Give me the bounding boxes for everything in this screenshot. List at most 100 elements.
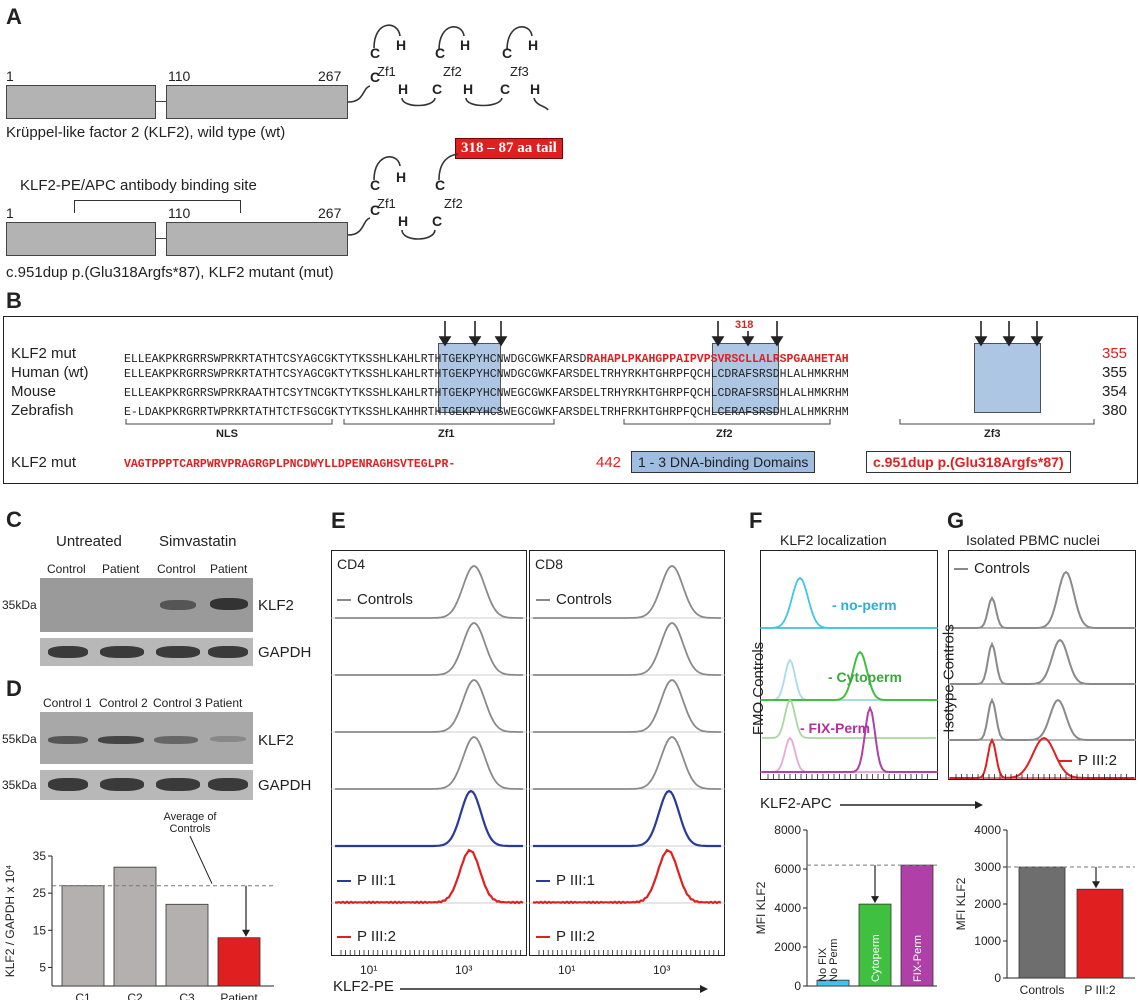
cd8-p1-label: P III:1: [536, 872, 595, 889]
mut-pos-267: 267: [318, 205, 342, 221]
svg-text:C: C: [370, 45, 380, 61]
y-tick-label: 3000: [974, 860, 1001, 874]
band: [208, 778, 248, 791]
histogram-curve: [950, 736, 1134, 779]
gapdh-d-label: GAPDH: [258, 777, 312, 794]
bar: [113, 866, 157, 987]
bar: [1018, 866, 1066, 979]
svg-text:C: C: [502, 45, 512, 61]
mut-linker: [156, 238, 166, 239]
svg-text:C: C: [370, 69, 380, 85]
panel-letter-g: G: [947, 508, 965, 533]
svg-text:H: H: [398, 213, 408, 229]
svg-text:Zf1: Zf1: [377, 196, 396, 211]
g-controls-text: Controls: [974, 560, 1030, 577]
nls-label: NLS: [216, 428, 238, 440]
panel-letter-f: F: [749, 508, 763, 533]
x-tick-label: Patient: [220, 991, 258, 1000]
band: [156, 778, 200, 791]
mutant-tail-label: 318 – 87 aa tail: [455, 138, 563, 159]
simvastatin-label: Simvastatin: [159, 533, 237, 550]
svg-text:C: C: [435, 177, 445, 193]
cd8-controls-text: Controls: [556, 591, 612, 608]
histogram-curve: [532, 848, 722, 905]
drop-arrowhead: [871, 896, 879, 904]
svg-text:Zf1: Zf1: [377, 64, 396, 79]
lane-c-4: Patient: [210, 562, 248, 576]
lane-d-1: Control 1: [43, 696, 92, 710]
band: [48, 646, 88, 658]
histogram-curve: [334, 848, 524, 905]
histogram-curve: [950, 570, 1134, 629]
gapdh-c-label: GAPDH: [258, 644, 312, 661]
seq-mouse: ELLEAKPKRGRRSWPRKRAATHTCSYTNCGKTYTKSSHLK…: [124, 387, 849, 400]
panel-letter-d: D: [6, 676, 22, 701]
cd4-controls-label: Controls: [337, 591, 413, 608]
panel-letter-a: A: [6, 4, 22, 29]
mut-zinc-finger-diagram: CC HH CC Zf1 Zf2: [347, 153, 463, 240]
mut-caption: c.951dup p.(Glu318Argfs*87), KLF2 mutant…: [6, 264, 334, 281]
g-controls-label: Controls: [954, 560, 1030, 577]
domain-brackets: [125, 419, 1095, 425]
cd4-controls-text: Controls: [357, 591, 413, 608]
lane-c-1: Control: [47, 562, 86, 576]
svg-text:Zf2: Zf2: [443, 64, 462, 79]
mw-d-1: 55kDa: [2, 732, 37, 746]
f-xlabel: KLF2-APC: [760, 795, 832, 812]
e-xlabel: KLF2-PE: [333, 978, 394, 995]
flow-histograms-f: [760, 576, 938, 780]
mut-pos-1: 1: [6, 205, 14, 221]
legend-mutation: c.951dup p.(Glu318Argfs*87): [866, 451, 1071, 473]
cd8-p1-text: P III:1: [556, 872, 595, 889]
wt-domain-2: [166, 85, 348, 119]
band: [154, 736, 198, 744]
lane-c-2: Patient: [102, 562, 140, 576]
svg-text:H: H: [460, 37, 470, 53]
histogram-curve: [533, 789, 721, 848]
cd8-tick-10-3: 10³: [653, 963, 671, 977]
zf2-label: Zf2: [716, 428, 733, 440]
svg-text:C: C: [370, 177, 380, 193]
y-tick-label: 4000: [774, 901, 801, 915]
mw-c: 35kDa: [2, 598, 37, 612]
position-318-label: 318: [735, 319, 754, 331]
y-tick-label: 15: [33, 923, 47, 937]
bar-label: FIX-Perm: [912, 935, 924, 982]
band: [48, 736, 88, 744]
histogram-curve: [533, 736, 721, 790]
bar: [165, 903, 209, 987]
mut-domain-1: [6, 222, 156, 256]
f-noperm-label: - no-perm: [832, 597, 897, 613]
flow-f-box: [760, 550, 938, 780]
band: [98, 736, 144, 744]
row-name-mut-tail: KLF2 mut: [11, 454, 77, 471]
svg-text:H: H: [396, 169, 406, 185]
histogram-curve: [533, 679, 721, 733]
band: [208, 646, 248, 658]
blot-d-gapdh: [40, 770, 253, 800]
histogram-curve: [762, 698, 936, 739]
histogram-curve: [950, 638, 1134, 685]
band: [210, 598, 248, 610]
wt-pos-110: 110: [168, 68, 191, 84]
y-tick-label: 6000: [774, 862, 801, 876]
drop-arrowhead: [1092, 881, 1100, 889]
y-tick-label: 0: [994, 971, 1001, 985]
average-label-2: Controls: [170, 823, 211, 835]
f-title: KLF2 localization: [780, 532, 887, 548]
bar: [61, 885, 105, 987]
x-tick-label: C3: [179, 991, 195, 1000]
svg-text:C: C: [500, 81, 510, 97]
bar: [1076, 888, 1124, 979]
flow-g-box: [948, 550, 1136, 780]
band: [160, 600, 196, 610]
band: [48, 778, 88, 791]
y-tick-label: 35: [33, 849, 47, 863]
untreated-label: Untreated: [56, 533, 122, 550]
cd4-p1-label: P III:1: [337, 872, 396, 889]
mut-pos-110: 110: [168, 205, 191, 221]
row-name-mouse: Mouse: [11, 383, 57, 400]
bar-label: Cytoperm: [870, 934, 882, 982]
